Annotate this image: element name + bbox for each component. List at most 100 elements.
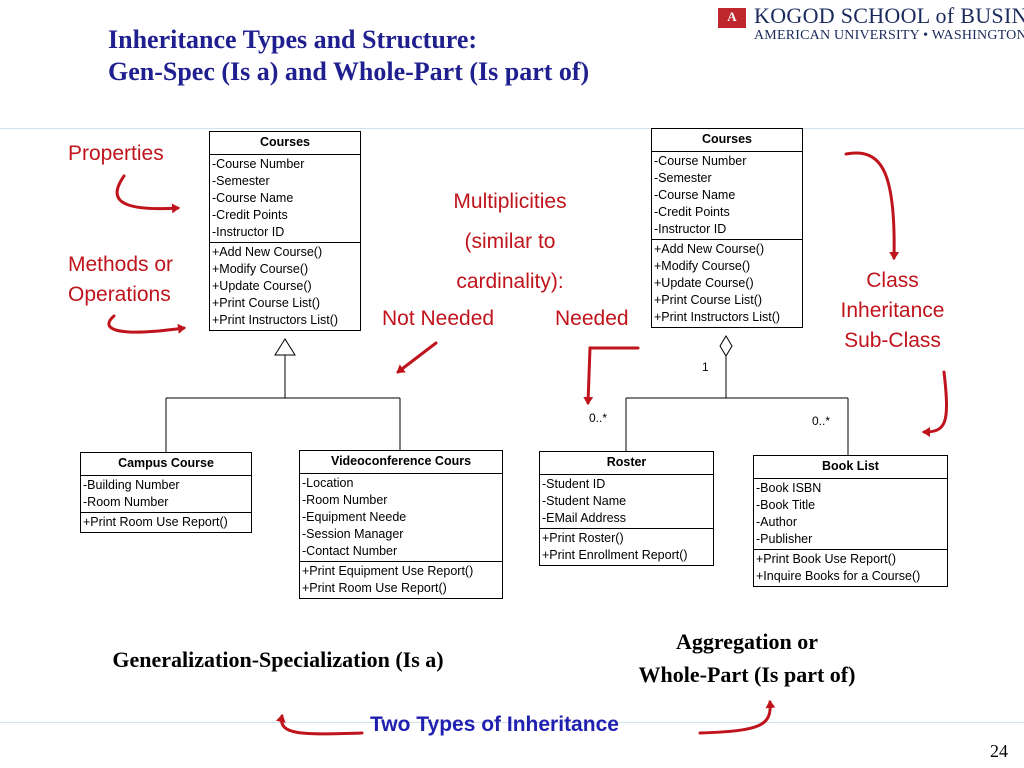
caption-two-types: Two Types of Inheritance [370, 713, 619, 736]
title-line-1: Inheritance Types and Structure: [108, 25, 478, 54]
class-name: Book List [754, 456, 947, 479]
class-book-list: Book List -Book ISBN -Book Title -Author… [753, 455, 948, 587]
kogod-logo-mark: A [718, 8, 746, 28]
methods-section: +Print Book Use Report() +Inquire Books … [754, 550, 947, 586]
label-needed: Needed [555, 307, 629, 330]
attribute: -Room Number [302, 493, 388, 507]
class-name: Videoconference Cours [300, 451, 502, 474]
attribute: -Semester [654, 171, 712, 185]
attribute: -Course Number [212, 157, 305, 171]
attribute: -Book Title [756, 498, 816, 512]
class-inheritance-line-1: Class [866, 269, 919, 292]
label-not-needed: Not Needed [382, 307, 495, 330]
methods-section: +Print Roster() +Print Enrollment Report… [540, 529, 713, 565]
method: +Print Roster() [542, 531, 624, 545]
class-name: Courses [210, 132, 360, 155]
two-types-right-arrow [698, 700, 776, 735]
label-properties: Properties [68, 142, 164, 165]
method: +Print Course List() [654, 293, 763, 307]
attribute: -Session Manager [302, 527, 404, 541]
method: +Modify Course() [654, 259, 751, 273]
methods-section: +Print Room Use Report() [81, 513, 251, 532]
attribute: -Author [756, 515, 797, 529]
bottom-divider [0, 722, 1024, 723]
generalization-tree [165, 338, 401, 452]
attribute: -Course Number [654, 154, 747, 168]
class-courses-right: Courses -Course Number -Semester -Course… [651, 128, 803, 328]
two-types-left-arrow [275, 714, 364, 736]
logo-university-name: AMERICAN UNIVERSITY • WASHINGTON, DC [754, 28, 1024, 43]
method: +Update Course() [212, 279, 312, 293]
caption-gen-spec: Generalization-Specialization (Is a) [112, 647, 444, 672]
attributes-section: -Building Number -Room Number [81, 476, 251, 513]
class-name: Courses [652, 129, 802, 152]
attribute: -Room Number [83, 495, 169, 509]
attribute: -Equipment Neede [302, 510, 407, 524]
inheritance-triangle [274, 338, 296, 356]
method: +Add New Course() [654, 242, 765, 256]
class-courses-left: Courses -Course Number -Semester -Course… [209, 131, 361, 331]
attribute: -Student ID [542, 477, 606, 491]
multiplicities-line-2: (similar to [464, 230, 556, 253]
method: +Modify Course() [212, 262, 309, 276]
aggregation-tree [625, 335, 849, 455]
page-number: 24 [990, 741, 1008, 761]
multiplicity-whole: 1 [702, 360, 709, 374]
attributes-section: -Book ISBN -Book Title -Author -Publishe… [754, 479, 947, 550]
attribute: -Instructor ID [654, 222, 727, 236]
attribute: -Location [302, 476, 354, 490]
method: +Print Instructors List() [212, 313, 339, 327]
attributes-section: -Student ID -Student Name -EMail Address [540, 475, 713, 529]
attribute: -Credit Points [212, 208, 288, 222]
attribute: -Contact Number [302, 544, 398, 558]
top-divider [0, 128, 1024, 129]
multiplicity-part-left: 0..* [589, 411, 608, 425]
attribute: -Credit Points [654, 205, 730, 219]
attribute: -Course Name [212, 191, 294, 205]
method: +Add New Course() [212, 245, 323, 259]
method: +Print Equipment Use Report() [302, 564, 474, 578]
caption-aggregation: Aggregation or Whole-Part (Is part of) [592, 625, 902, 691]
class-campus-course: Campus Course -Building Number -Room Num… [80, 452, 252, 533]
class-name: Roster [540, 452, 713, 475]
attribute: -Book ISBN [756, 481, 822, 495]
multiplicities-line-1: Multiplicities [453, 190, 567, 213]
title-line-2: Gen-Spec (Is a) and Whole-Part (Is part … [108, 57, 590, 86]
multiplicities-line-3: cardinality): [456, 270, 564, 293]
methods-section: +Print Equipment Use Report() +Print Roo… [300, 562, 502, 598]
logo-school-name: KOGOD SCHOOL of BUSINESS [754, 3, 1024, 28]
attributes-section: -Course Number -Semester -Course Name -C… [210, 155, 360, 243]
class-inheritance-line-2: Inheritance [840, 299, 945, 322]
class-inheritance-arrow-bottom [922, 370, 948, 437]
multiplicity-part-right: 0..* [812, 414, 831, 428]
method: +Print Course List() [212, 296, 321, 310]
attribute: -Publisher [756, 532, 813, 546]
attribute: -Instructor ID [212, 225, 285, 239]
attribute: -Building Number [83, 478, 180, 492]
label-class-inheritance: Class Inheritance Sub-Class [820, 266, 965, 356]
label-methods: Methods or Operations [68, 253, 174, 306]
red-annotation-arrows [107, 151, 948, 736]
aggregation-line-2: Whole-Part (Is part of) [638, 662, 856, 687]
aggregation-line-1: Aggregation or [676, 629, 818, 654]
method: +Print Book Use Report() [756, 552, 896, 566]
attribute: -Student Name [542, 494, 627, 508]
class-name: Campus Course [81, 453, 251, 476]
method: +Print Instructors List() [654, 310, 781, 324]
class-videoconference: Videoconference Cours -Location -Room Nu… [299, 450, 503, 599]
methods-arrow [107, 314, 186, 334]
attribute: -Semester [212, 174, 270, 188]
slide-title: Inheritance Types and Structure: Gen-Spe… [108, 24, 589, 88]
method: +Update Course() [654, 276, 754, 290]
needed-arrow [583, 346, 640, 405]
aggregation-diamond [719, 335, 733, 357]
class-roster: Roster -Student ID -Student Name -EMail … [539, 451, 714, 566]
label-multiplicities: Multiplicities (similar to cardinality): [410, 182, 610, 302]
not-needed-arrow [396, 341, 438, 374]
class-inheritance-arrow-top [844, 151, 900, 260]
attributes-section: -Course Number -Semester -Course Name -C… [652, 152, 802, 240]
method: +Inquire Books for a Course() [756, 569, 921, 583]
properties-arrow [115, 174, 180, 214]
attribute: -EMail Address [542, 511, 627, 525]
